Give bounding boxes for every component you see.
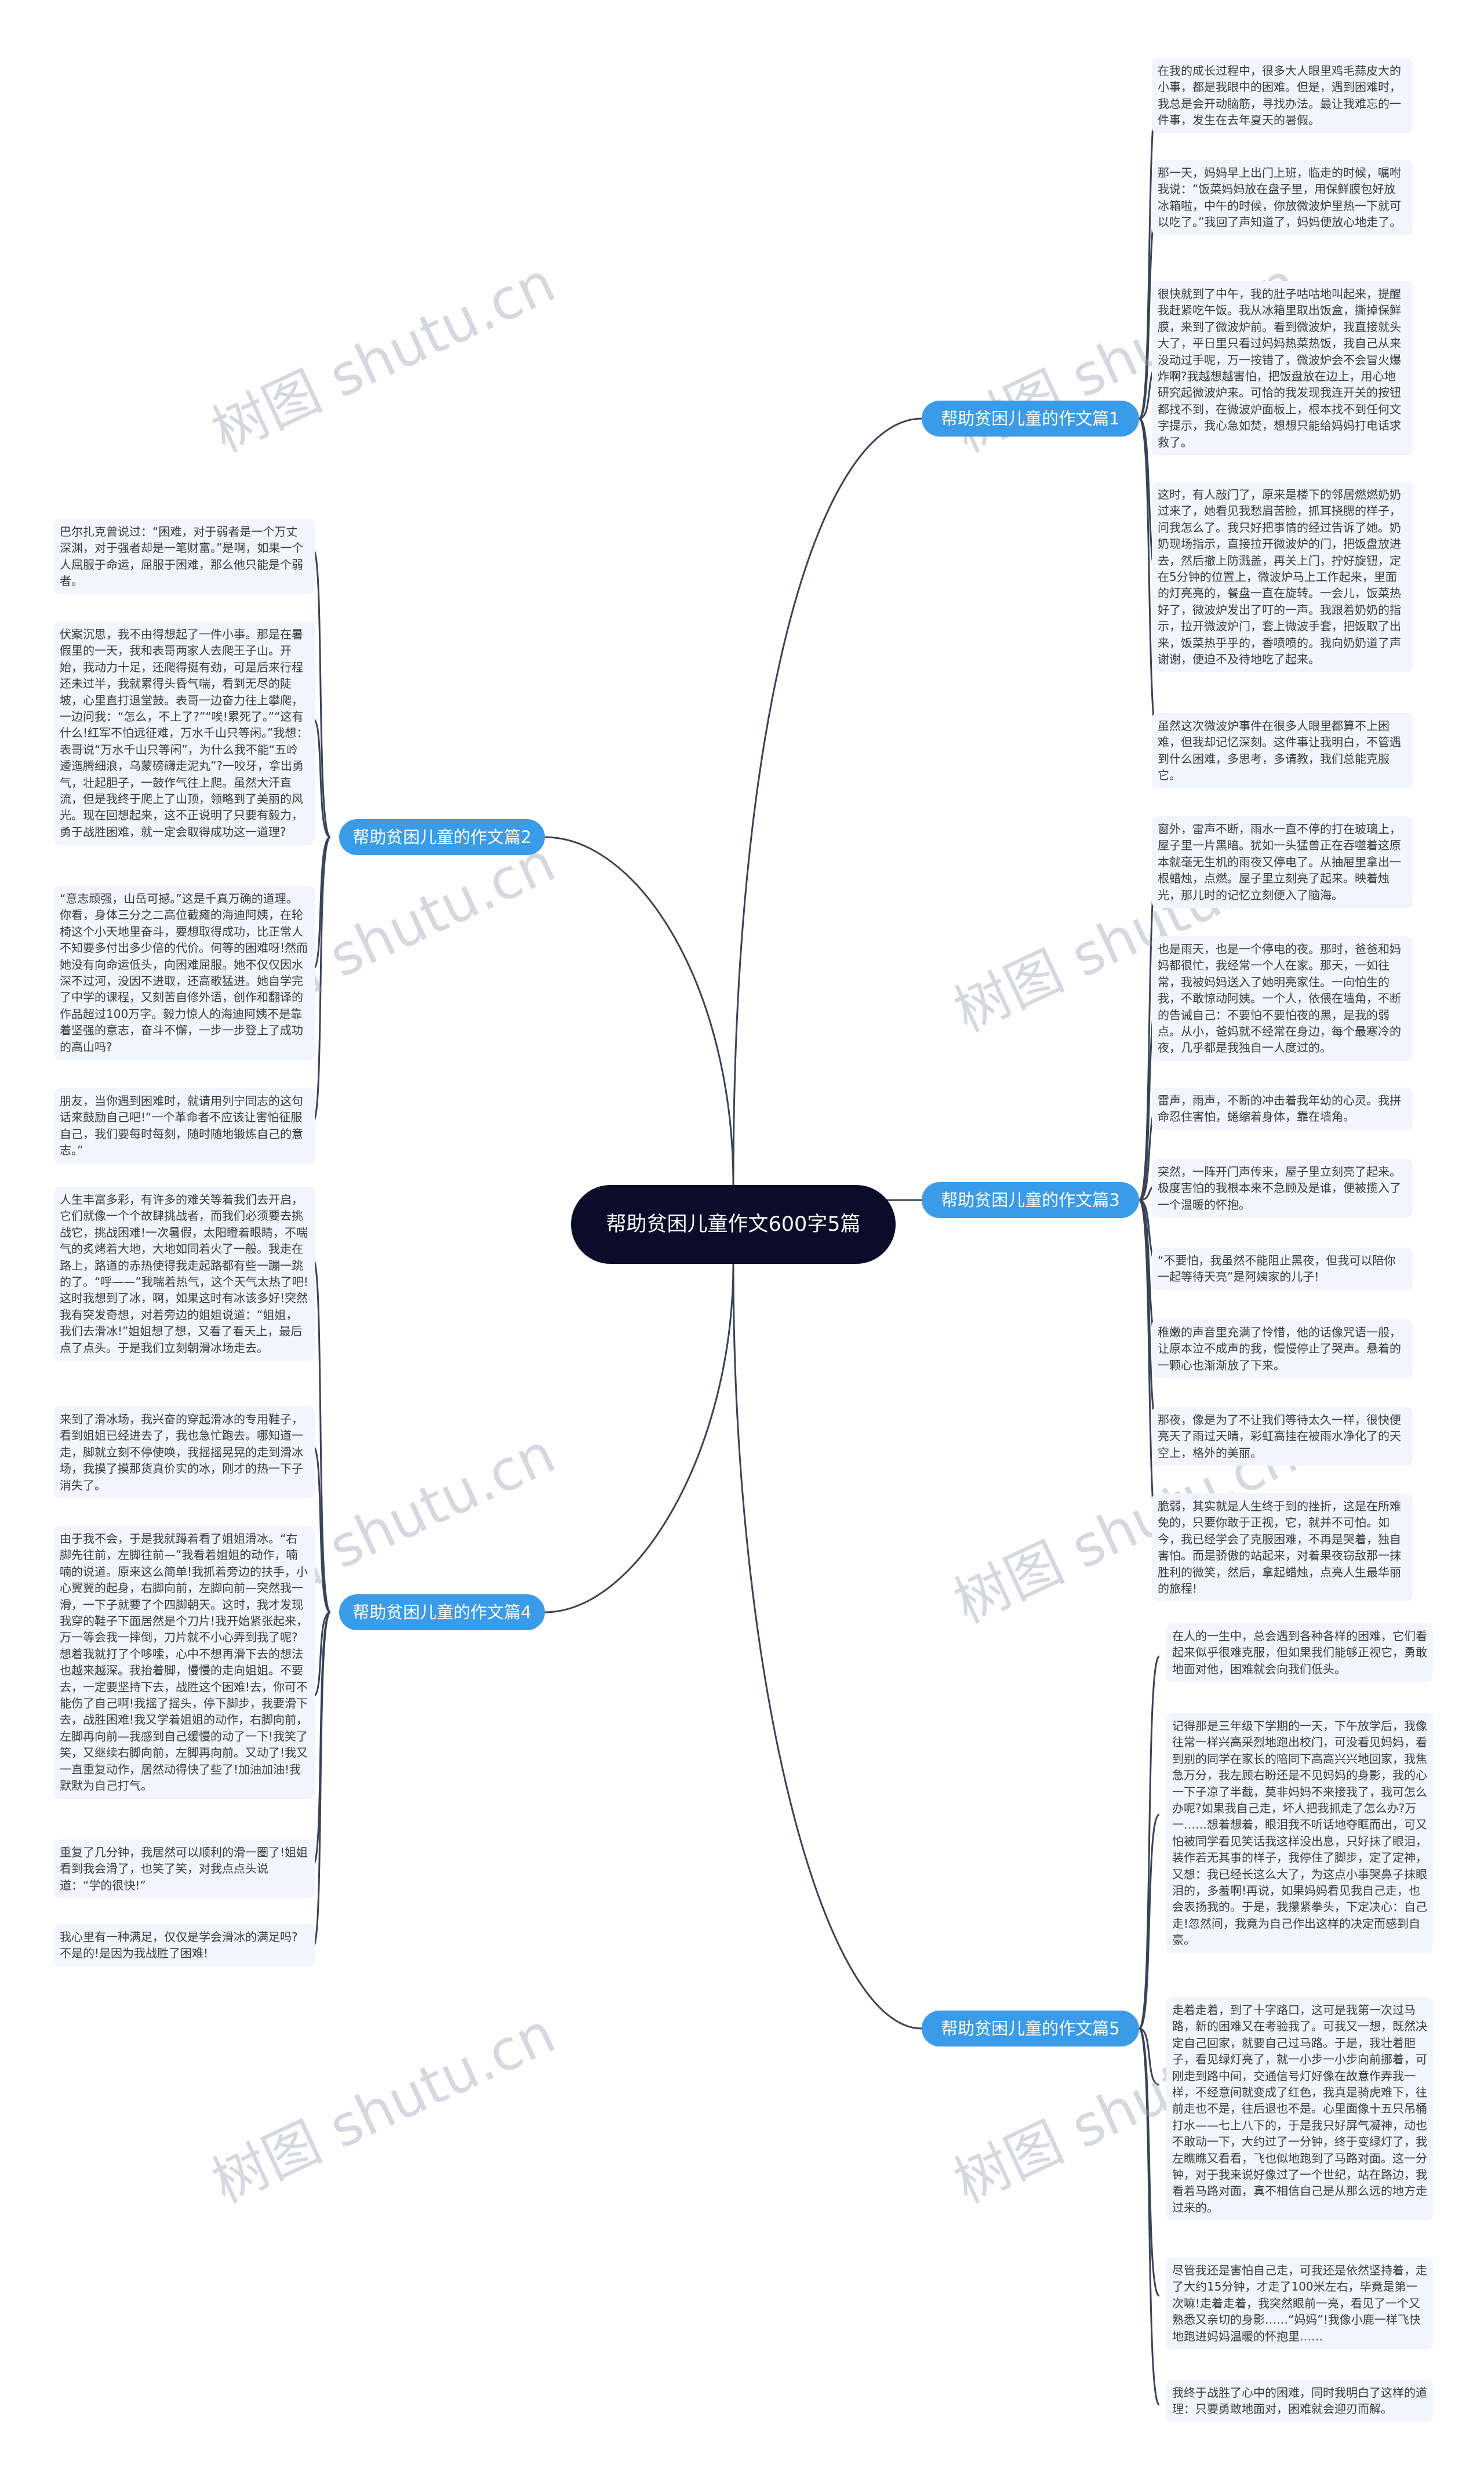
leaf-text: “意志顽强，山岳可撼。”这是千真万确的道理。你看，身体三分之二高位截瘫的海迪阿姨…: [54, 886, 315, 1060]
leaf-text: 也是雨天，也是一个停电的夜。那时，爸爸和妈妈都很忙，我经常一个人在家。那天，一如…: [1152, 936, 1413, 1061]
leaf-text: 稚嫩的声音里充满了怜惜，他的话像咒语一般，让原本泣不成声的我，慢慢停止了哭声。悬…: [1152, 1319, 1413, 1379]
leaf-text: 这时，有人敲门了，原来是楼下的邻居燃燃奶奶过来了，她看见我愁眉苦脸，抓耳挠腮的样…: [1152, 482, 1413, 673]
leaf-text: 巴尔扎克曾说过：“困难，对于弱者是一个万丈深渊，对于强者却是一笔财富。”是啊，如…: [54, 519, 315, 594]
leaf-text: 那一天，妈妈早上出门上班，临走的时候，嘱咐我说：“饭菜妈妈放在盘子里，用保鲜膜包…: [1152, 160, 1413, 235]
leaf-text: 那夜，像是为了不让我们等待太久一样，很快便亮天了雨过天晴，彩虹高挂在被雨水净化了…: [1152, 1407, 1413, 1466]
leaf-text: 脆弱，其实就是人生终于到的挫折，这是在所难免的，只要你敢于正视，它，就并不可怕。…: [1152, 1493, 1413, 1602]
leaf-text: 重复了几分钟，我居然可以顺利的滑一圈了!姐姐看到我会滑了，也笑了笑，对我点点头说…: [54, 1840, 315, 1899]
leaf-text: 伏案沉思，我不由得想起了一件小事。那是在暑假里的一天，我和表哥两家人去爬王子山。…: [54, 621, 315, 845]
leaf-text: “不要怕，我虽然不能阻止黑夜，但我可以陪你一起等待天亮”是阿姨家的儿子!: [1152, 1248, 1413, 1290]
branch-essay-3[interactable]: 帮助贫困儿童的作文篇3: [922, 1182, 1139, 1218]
leaf-text: 朋友，当你遇到困难时，就请用列宁同志的这句话来鼓励自己吧!“一个革命者不应该让害…: [54, 1088, 315, 1164]
leaf-text: 雷声，雨声，不断的冲击着我年幼的心灵。我拼命忍住害怕，蜷缩着身体，靠在墙角。: [1152, 1088, 1413, 1130]
leaf-text: 走着走着，到了十字路口，这可是我第一次过马路，新的困难又在考验我了。可我又一想，…: [1166, 1997, 1433, 2221]
branch-essay-4[interactable]: 帮助贫困儿童的作文篇4: [339, 1594, 545, 1630]
leaf-text: 虽然这次微波炉事件在很多人眼里都算不上困难，但我却记忆深刻。这件事让我明白，不管…: [1152, 713, 1413, 788]
branch-essay-2[interactable]: 帮助贫困儿童的作文篇2: [339, 819, 545, 855]
leaf-text: 我心里有一种满足，仅仅是学会滑冰的满足吗?不是的!是因为我战胜了困难!: [54, 1924, 315, 1966]
leaf-text: 来到了滑冰场，我兴奋的穿起滑冰的专用鞋子，看到姐姐已经进去了，我也急忙跑去。哪知…: [54, 1406, 315, 1499]
leaf-text: 由于我不会，于是我就蹲着看了姐姐滑冰。“右脚先往前，左脚往前—”我看着姐姐的动作…: [54, 1526, 315, 1799]
leaf-text: 我终于战胜了心中的困难，同时我明白了这样的道理：只要勇敢地面对，困难就会迎刃而解…: [1166, 2380, 1433, 2422]
leaf-text: 记得那是三年级下学期的一天，下午放学后，我像往常一样兴高采烈地跑出校门，可没看见…: [1166, 1713, 1433, 1953]
central-topic[interactable]: 帮助贫困儿童作文600字5篇: [571, 1185, 896, 1264]
leaf-text: 窗外，雷声不断，雨水一直不停的打在玻璃上，屋子里一片黑暗。犹如一头猛兽正在吞噬着…: [1152, 816, 1413, 908]
leaf-text: 突然，一阵开门声传来，屋子里立刻亮了起来。极度害怕的我根本来不急顾及是谁，便被揽…: [1152, 1159, 1413, 1218]
branch-essay-1[interactable]: 帮助贫困儿童的作文篇1: [922, 401, 1139, 437]
leaf-text: 在人的一生中，总会遇到各种各样的困难，它们看起来似乎很难克服，但如果我们能够正视…: [1166, 1623, 1433, 1682]
leaf-text: 人生丰富多彩，有许多的难关等着我们去开启，它们就像一个个故肆挑战者，而我们必须要…: [54, 1187, 315, 1361]
leaf-text: 很快就到了中午，我的肚子咕咕地叫起来，提醒我赶紧吃午饭。我从冰箱里取出饭盒，撕掉…: [1152, 281, 1413, 456]
leaf-text: 在我的成长过程中，很多大人眼里鸡毛蒜皮大的小事，都是我眼中的困难。但是，遇到困难…: [1152, 58, 1413, 133]
branch-essay-5[interactable]: 帮助贫困儿童的作文篇5: [922, 2011, 1139, 2046]
leaf-text: 尽管我还是害怕自己走，可我还是依然坚持着，走了大约15分钟，才走了100米左右，…: [1166, 2258, 1433, 2350]
